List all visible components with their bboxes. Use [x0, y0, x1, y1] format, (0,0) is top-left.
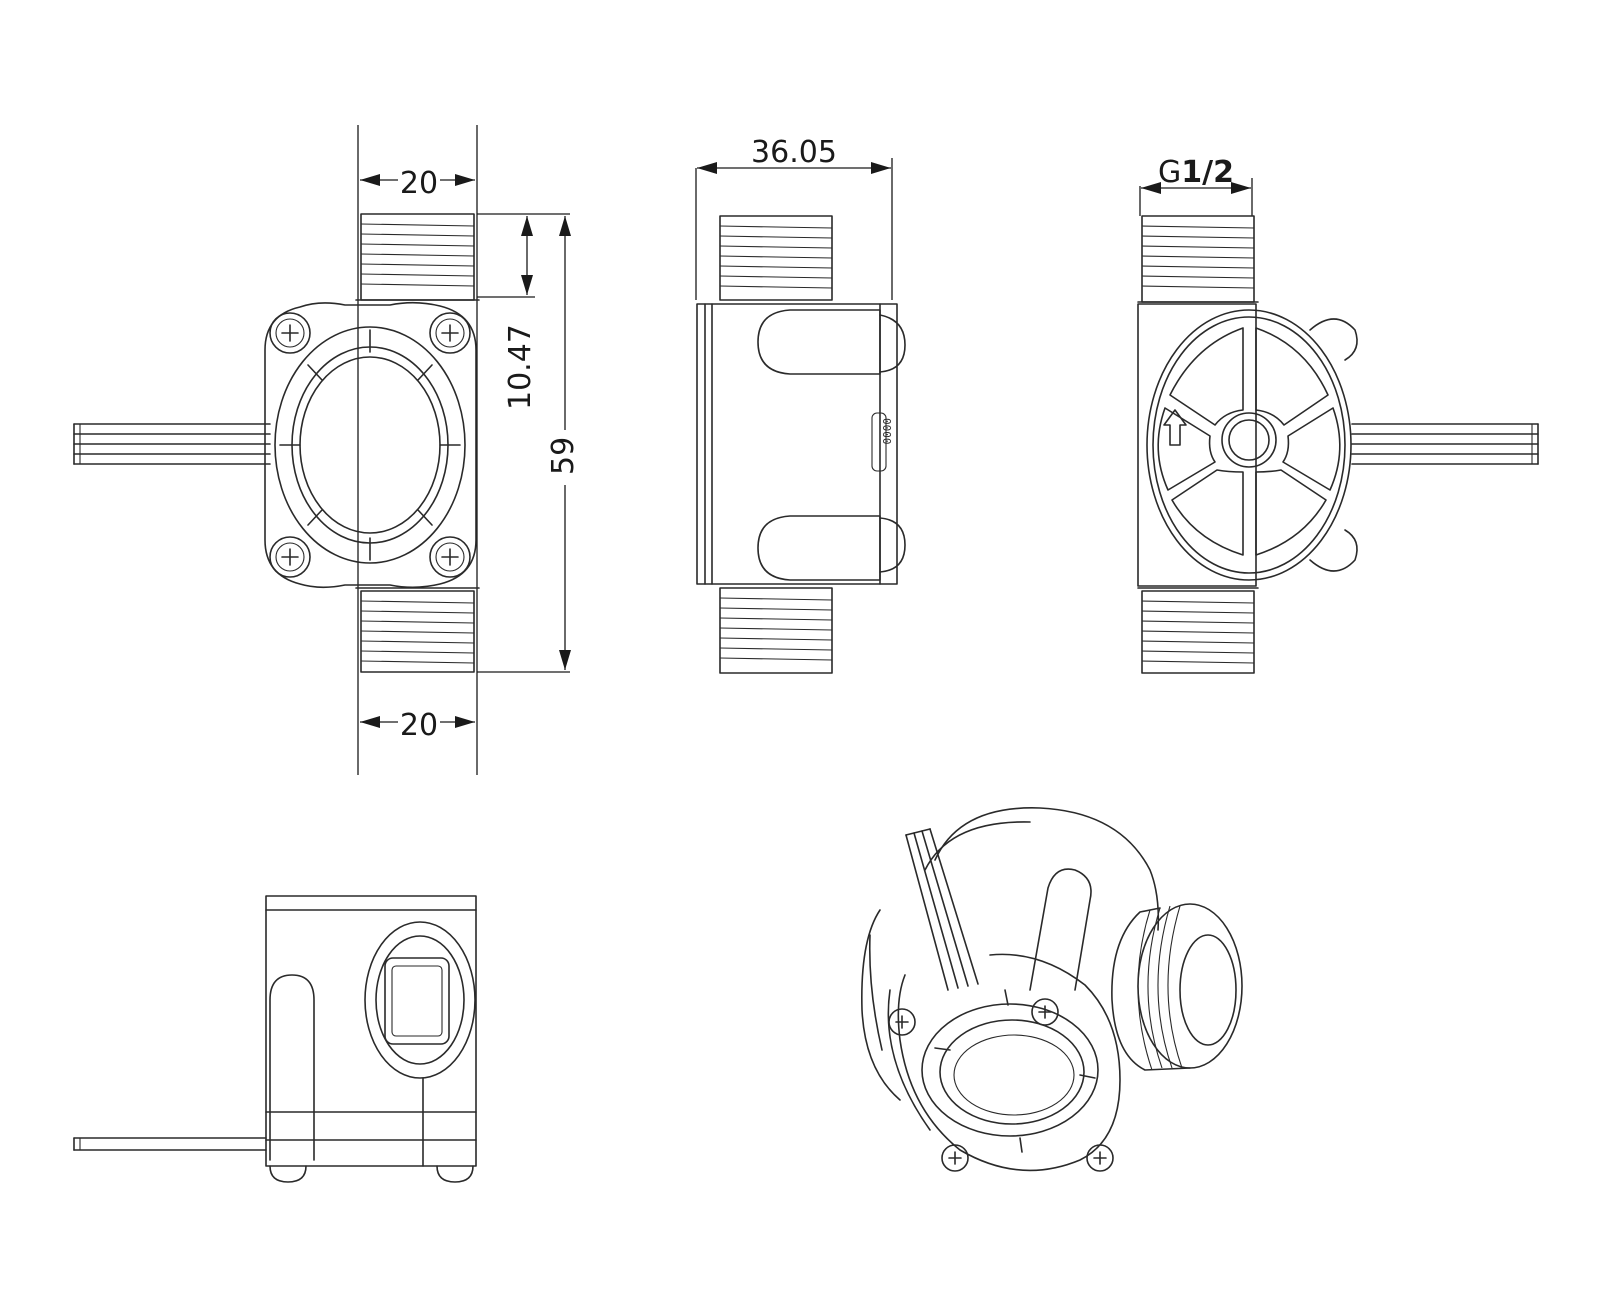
dim-thread-length: 10.47: [503, 324, 538, 410]
up-arrow-icon: [1163, 409, 1187, 446]
cross-screw-icon: [269, 312, 311, 354]
wire-leads: [73, 423, 271, 465]
dimension-thread-length: 10.47: [503, 216, 538, 410]
svg-text:G1/2: G1/2: [1158, 155, 1234, 190]
dimension-top-width: 20: [360, 166, 475, 201]
thread-spec-value: 1/2: [1181, 155, 1234, 190]
side-view: 36.05 0000: [695, 135, 906, 674]
cross-screw-icon: [269, 536, 311, 578]
cross-screw-icon: [429, 312, 471, 354]
sensor-flange: [264, 301, 477, 589]
cross-screw-icon: [429, 536, 471, 578]
isometric-view: [861, 807, 1243, 1172]
dim-overall-height: 59: [546, 437, 581, 475]
wire-leads-iso: [905, 828, 979, 991]
back-view: G1/2: [1137, 155, 1539, 674]
wire-leads-right: [1351, 423, 1539, 465]
dimension-bottom-width: 20: [360, 708, 475, 743]
front-view: 20 20 10.47 59: [73, 125, 581, 775]
cross-screw-icon: [888, 1008, 916, 1036]
bottom-thread: [355, 587, 480, 673]
impeller: [1146, 309, 1352, 581]
dim-side-depth: 36.05: [751, 135, 837, 170]
thread-spec-prefix: G: [1158, 155, 1181, 190]
cross-screw-icon: [941, 1144, 969, 1172]
svg-text:0000: 0000: [880, 418, 893, 445]
dimension-thread-spec: G1/2: [1141, 155, 1251, 194]
top-thread: [355, 213, 480, 301]
top-view: [73, 895, 477, 1183]
cross-screw-icon: [1086, 1144, 1114, 1172]
dim-width-top: 20: [400, 166, 438, 201]
dimension-overall-height: 59: [546, 216, 581, 670]
dim-width-bottom: 20: [400, 708, 438, 743]
body-marking: 0000: [871, 412, 893, 472]
cross-screw-icon: [1031, 998, 1059, 1026]
dimension-side-depth: 36.05: [697, 135, 891, 174]
